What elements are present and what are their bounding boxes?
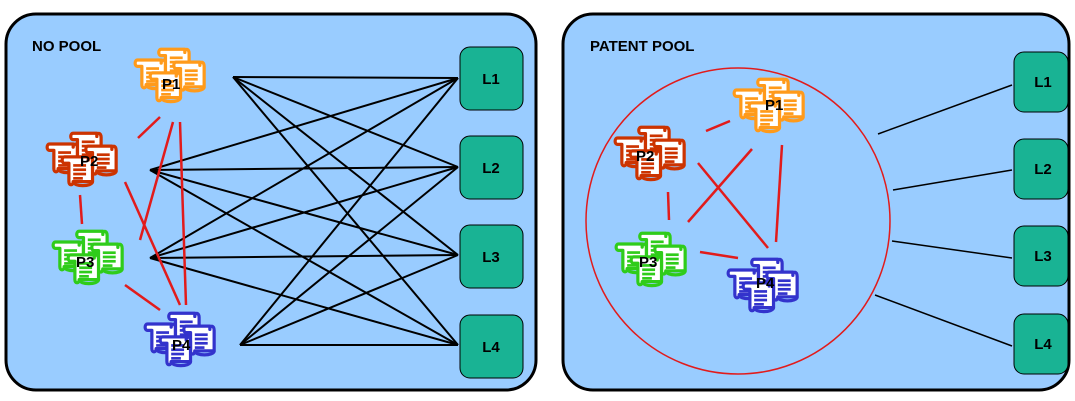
licensee-l1-label: L1 bbox=[482, 71, 500, 88]
license-link bbox=[149, 166, 459, 259]
pool-license-links bbox=[874, 84, 1013, 347]
patent-pool-panel: PATENT POOL P1 P2 bbox=[561, 12, 1071, 392]
pool-cross-links bbox=[666, 119, 784, 260]
cross-link-p3-p4 bbox=[124, 283, 161, 312]
licensee-l3-label: L3 bbox=[482, 249, 500, 266]
cross-link-p2-p4 bbox=[697, 162, 769, 249]
licensee-l4: L4 bbox=[459, 314, 524, 379]
no-pool-license-links bbox=[149, 76, 459, 346]
license-link bbox=[232, 76, 459, 168]
pool-licensee-l1: L1 bbox=[1013, 51, 1069, 113]
license-link bbox=[149, 77, 459, 259]
license-link bbox=[149, 257, 459, 346]
cross-link-p1-p3 bbox=[687, 148, 753, 223]
cross-link-p3-p4 bbox=[699, 250, 739, 260]
pool-patent-p3: P3 bbox=[616, 233, 685, 285]
patent-p4-label: P4 bbox=[172, 337, 191, 354]
pool-licensee-l1-label: L1 bbox=[1034, 74, 1052, 91]
license-link bbox=[239, 254, 459, 346]
patent-p2-label: P2 bbox=[80, 153, 98, 170]
cross-link-p1-p4 bbox=[774, 144, 784, 243]
cross-link-p2-p4 bbox=[123, 181, 182, 306]
licensee-l3: L3 bbox=[459, 224, 524, 289]
patent-p3-label: P3 bbox=[76, 254, 94, 271]
licensee-l2-label: L2 bbox=[482, 160, 500, 177]
no-pool-cross-links bbox=[78, 116, 188, 312]
license-link bbox=[239, 77, 459, 346]
cross-link-p1-p2 bbox=[705, 119, 731, 133]
pool-licensee-l2-label: L2 bbox=[1034, 161, 1052, 178]
license-link bbox=[232, 76, 459, 346]
pool-patent-p4-label: P4 bbox=[756, 275, 775, 292]
patent-p1: P1 bbox=[135, 49, 204, 101]
cross-link-p2-p3 bbox=[666, 191, 671, 221]
pool-licensee-l4-label: L4 bbox=[1034, 336, 1052, 353]
license-link bbox=[892, 169, 1013, 191]
cross-link-p1-p2 bbox=[137, 116, 161, 139]
pool-patent-p1: P1 bbox=[734, 79, 803, 131]
license-link bbox=[232, 76, 459, 256]
pool-licensee-l3: L3 bbox=[1013, 225, 1069, 287]
patent-p1-label: P1 bbox=[162, 76, 180, 93]
licensee-l4-label: L4 bbox=[482, 339, 500, 356]
pool-boundary bbox=[585, 67, 891, 375]
pool-patent-p4: P4 bbox=[728, 259, 797, 311]
license-link bbox=[877, 84, 1013, 135]
license-link bbox=[232, 76, 459, 79]
patent-p2: P2 bbox=[47, 133, 116, 185]
pool-patent-p2-label: P2 bbox=[636, 148, 654, 165]
no-pool-title: NO POOL bbox=[32, 38, 101, 55]
patent-p3: P3 bbox=[53, 231, 122, 283]
license-link bbox=[149, 77, 459, 171]
licensee-l2: L2 bbox=[459, 135, 524, 200]
pool-patent-p3-label: P3 bbox=[639, 254, 657, 271]
pool-licensee-l3-label: L3 bbox=[1034, 248, 1052, 265]
licensee-l1: L1 bbox=[459, 46, 524, 111]
cross-link-p1-p4 bbox=[178, 121, 188, 306]
patent-pool-panel-background bbox=[561, 12, 1071, 392]
pool-licensee-l2: L2 bbox=[1013, 138, 1069, 200]
no-pool-panel: NO POOL bbox=[4, 12, 538, 392]
license-link bbox=[149, 254, 459, 259]
pool-licensee-l4: L4 bbox=[1013, 313, 1069, 375]
pool-patent-p1-label: P1 bbox=[765, 97, 783, 114]
cross-link-p2-p3 bbox=[78, 194, 84, 225]
pool-patent-p2: P2 bbox=[615, 127, 684, 179]
license-link bbox=[874, 294, 1013, 347]
cross-link-p1-p3 bbox=[138, 121, 175, 241]
license-link bbox=[891, 240, 1013, 259]
no-pool-panel-background bbox=[4, 12, 538, 392]
license-link bbox=[239, 166, 459, 346]
patent-p4: P4 bbox=[145, 313, 214, 365]
patent-pool-title: PATENT POOL bbox=[590, 38, 694, 55]
